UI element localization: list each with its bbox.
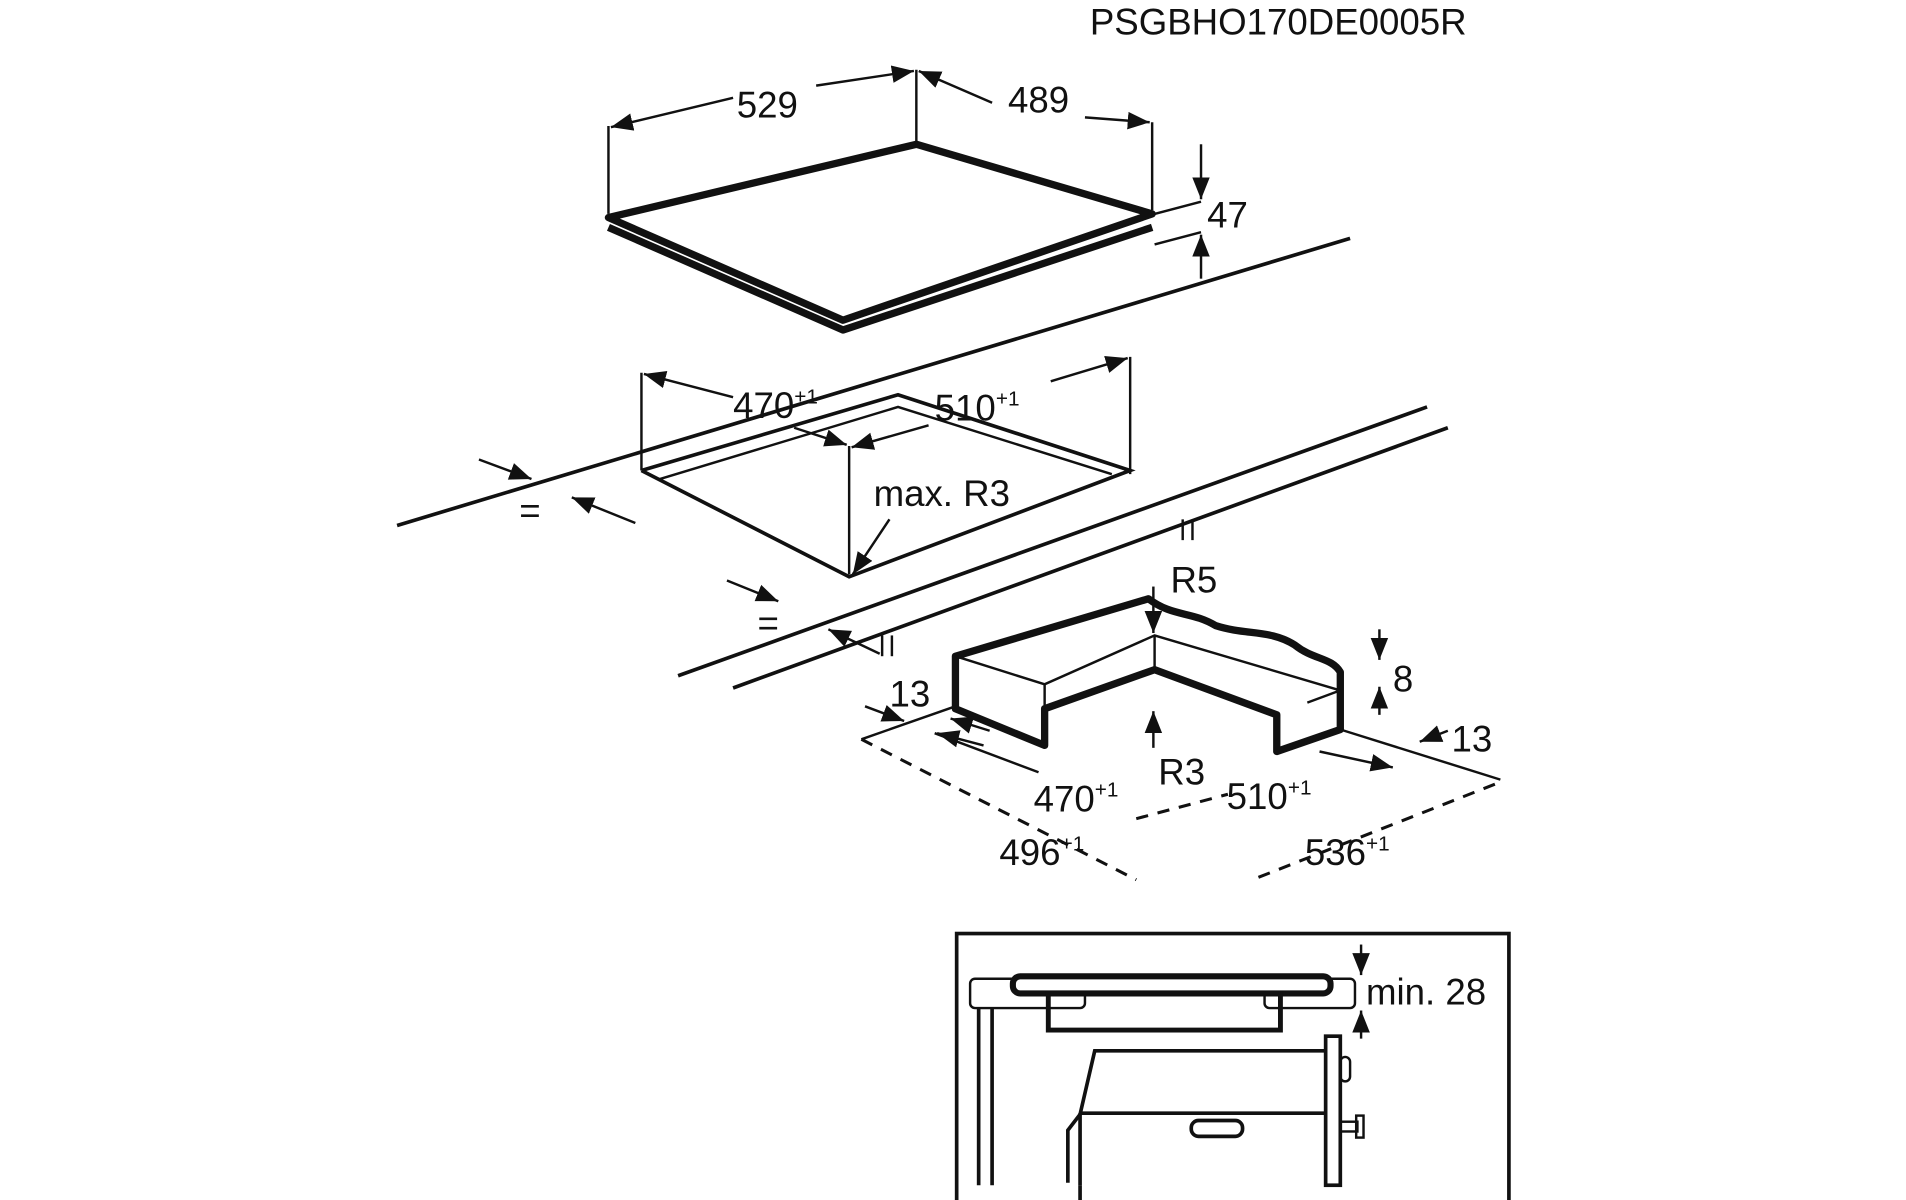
outer-width-label: 536+1 xyxy=(1305,832,1390,873)
installation-section-drawing: min. 28 xyxy=(954,931,1511,1200)
section-frame xyxy=(954,931,1511,1200)
hob-depth-arrow-left xyxy=(918,69,993,104)
oven-handle xyxy=(1189,1118,1245,1139)
edge-left-label: 13 xyxy=(889,673,930,714)
worktop-cutout-drawing: 470+1 510+1 max. R3 = = xyxy=(396,236,1449,690)
hob-section xyxy=(1009,973,1334,997)
hob-height-label: 47 xyxy=(1207,194,1248,235)
cutout-radius-label: max. R3 xyxy=(874,473,1010,514)
outer-depth-label: 496+1 xyxy=(999,832,1084,873)
spacing-mark-right: = xyxy=(758,602,779,643)
inner-width-label: 510+1 xyxy=(1227,776,1312,817)
hob-width-label: 529 xyxy=(737,84,798,125)
document-code: PSGBHO170DE0005R xyxy=(1090,1,1467,42)
hob-depth-arrow-right xyxy=(1084,111,1150,130)
cutout-width-label: 510+1 xyxy=(935,387,1020,428)
hob-frame-edge xyxy=(606,223,1154,334)
clearance-label: min. 28 xyxy=(1366,971,1486,1012)
corner-detail-drawing: 8 R5 R3 13 13 470+1 510+1 496+1 536+1 xyxy=(860,560,1501,882)
inner-radius-label: R3 xyxy=(1158,751,1205,792)
hob-width-arrow-left xyxy=(610,96,734,131)
cutout-depth-label: 470+1 xyxy=(733,385,818,426)
outer-radius-label: R5 xyxy=(1170,560,1217,601)
spacing-mark-left: = xyxy=(519,490,540,531)
hob-width-arrow-right xyxy=(815,65,915,87)
edge-right-label: 13 xyxy=(1451,719,1492,760)
hob-depth-label: 489 xyxy=(1008,80,1069,121)
step-height-label: 8 xyxy=(1393,659,1413,700)
hob-drawing: 529 489 47 xyxy=(604,65,1248,334)
inner-depth-label: 470+1 xyxy=(1034,778,1119,819)
hob-glass-top xyxy=(604,140,1156,324)
